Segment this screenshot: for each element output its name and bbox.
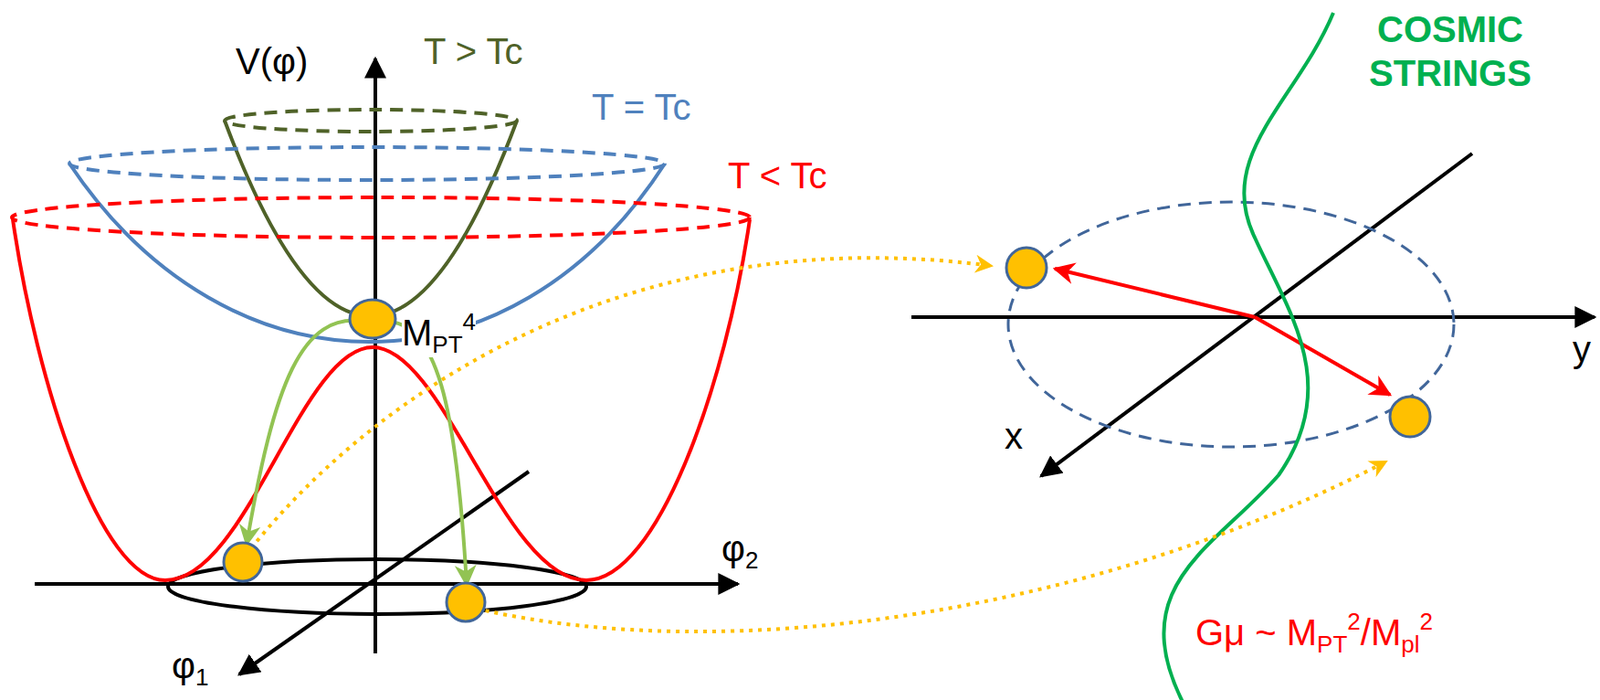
potential-low-t [11, 197, 750, 580]
superscript-text: 2 [1347, 607, 1360, 635]
field-balls [223, 247, 1431, 622]
subscript-text: 1 [195, 663, 209, 691]
energy-scale-label: MPT4 [401, 308, 476, 358]
temperature-label: T > Tc [423, 31, 524, 72]
label-text: T = Tc [591, 86, 692, 127]
axis-label: x [1004, 415, 1023, 456]
potential-high-t [224, 109, 517, 316]
label-text: y [1572, 328, 1591, 369]
label-text: φ [171, 644, 196, 685]
rolling-arrows [246, 320, 467, 585]
label-text: T < Tc [727, 155, 828, 196]
axis-label: y [1572, 328, 1591, 369]
label-text: φ [721, 527, 746, 569]
label-text: V(φ) [235, 41, 308, 82]
label-text: Gμ ~ M [1195, 611, 1317, 653]
label-text: M [401, 312, 432, 353]
superscript-text: 2 [1419, 607, 1432, 635]
label-text: COSMIC STRINGS [1368, 9, 1532, 94]
mapping-arrows [251, 257, 1387, 632]
temperature-label: T = Tc [591, 86, 692, 127]
label-text: T > Tc [423, 31, 524, 72]
subscript-text: 2 [745, 546, 758, 574]
axes-right [911, 153, 1595, 476]
axis-label: V(φ) [235, 41, 308, 82]
label-text: /M [1360, 611, 1401, 653]
cosmic-string [1163, 12, 1334, 700]
axes-left [34, 58, 738, 674]
field-vectors [1054, 268, 1390, 395]
field-loop [1008, 201, 1454, 447]
axis-label: φ1 [171, 644, 209, 690]
subscript-text: PT [1316, 630, 1348, 658]
axis-label: φ2 [721, 527, 758, 573]
label-text: x [1004, 415, 1023, 456]
subscript-text: PT [431, 330, 463, 358]
subscript-text: pl [1400, 630, 1420, 658]
superscript-text: 4 [463, 307, 476, 336]
tension-formula: Gμ ~ MPT2/Mpl2 [1195, 608, 1433, 657]
cosmic-strings-title: COSMIC STRINGS [1358, 7, 1542, 95]
temperature-label: T < Tc [727, 155, 828, 196]
